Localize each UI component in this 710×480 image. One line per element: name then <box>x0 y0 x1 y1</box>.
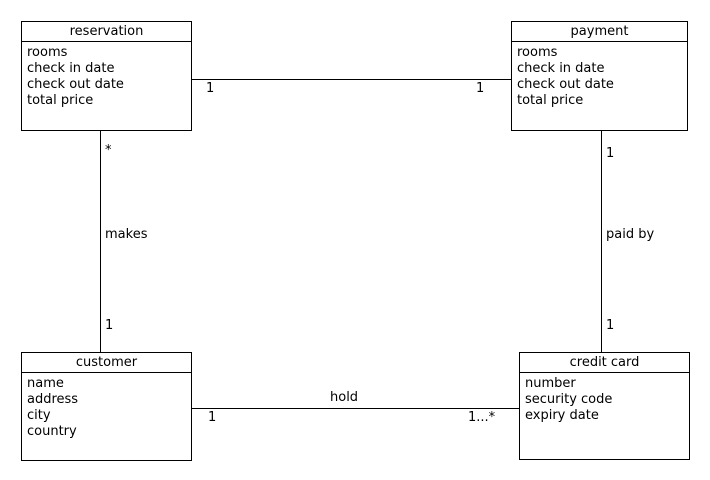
class-title-payment: payment <box>512 22 687 42</box>
attribute: security code <box>525 392 613 407</box>
class-title-credit-card: credit card <box>520 353 689 373</box>
class-title-reservation: reservation <box>22 22 191 42</box>
attribute: total price <box>517 93 584 108</box>
attribute: address <box>27 392 79 407</box>
class-box-payment: payment rooms check in date check out da… <box>511 21 688 131</box>
attribute: city <box>27 408 51 423</box>
attribute: rooms <box>517 45 558 60</box>
class-box-customer: customer name address city country <box>21 352 192 461</box>
class-attributes-customer: name address city country <box>22 373 191 440</box>
attribute: check in date <box>27 61 115 76</box>
class-attributes-payment: rooms check in date check out date total… <box>512 42 687 109</box>
attribute: country <box>27 424 77 439</box>
attribute: total price <box>27 93 94 108</box>
class-box-credit-card: credit card number security code expiry … <box>519 352 690 460</box>
multiplicity-credit-card-paidby-end: 1 <box>606 318 615 333</box>
attribute: check out date <box>27 77 124 92</box>
multiplicity-credit-card-hold-end: 1...* <box>468 410 496 425</box>
attribute: rooms <box>27 45 68 60</box>
class-title-customer: customer <box>22 353 191 373</box>
attribute: expiry date <box>525 408 599 423</box>
multiplicity-payment-end: 1 <box>476 81 485 96</box>
multiplicity-reservation-end: 1 <box>206 81 215 96</box>
attribute: check out date <box>517 77 614 92</box>
multiplicity-reservation-makes-end: * <box>105 143 112 158</box>
class-box-reservation: reservation rooms check in date check ou… <box>21 21 192 131</box>
association-line-payment-credit-card <box>601 131 602 352</box>
association-label-makes: makes <box>105 227 148 242</box>
multiplicity-customer-hold-end: 1 <box>208 410 217 425</box>
association-line-reservation-payment <box>192 79 511 80</box>
class-attributes-credit-card: number security code expiry date <box>520 373 689 424</box>
association-label-paid-by: paid by <box>606 227 655 242</box>
association-label-hold: hold <box>330 390 359 405</box>
association-line-customer-credit-card <box>192 408 519 409</box>
attribute: name <box>27 376 64 391</box>
multiplicity-customer-makes-end: 1 <box>105 318 114 333</box>
class-attributes-reservation: rooms check in date check out date total… <box>22 42 191 109</box>
association-line-reservation-customer <box>100 131 101 352</box>
attribute: number <box>525 376 576 391</box>
attribute: check in date <box>517 61 605 76</box>
multiplicity-payment-paidby-end: 1 <box>606 146 615 161</box>
